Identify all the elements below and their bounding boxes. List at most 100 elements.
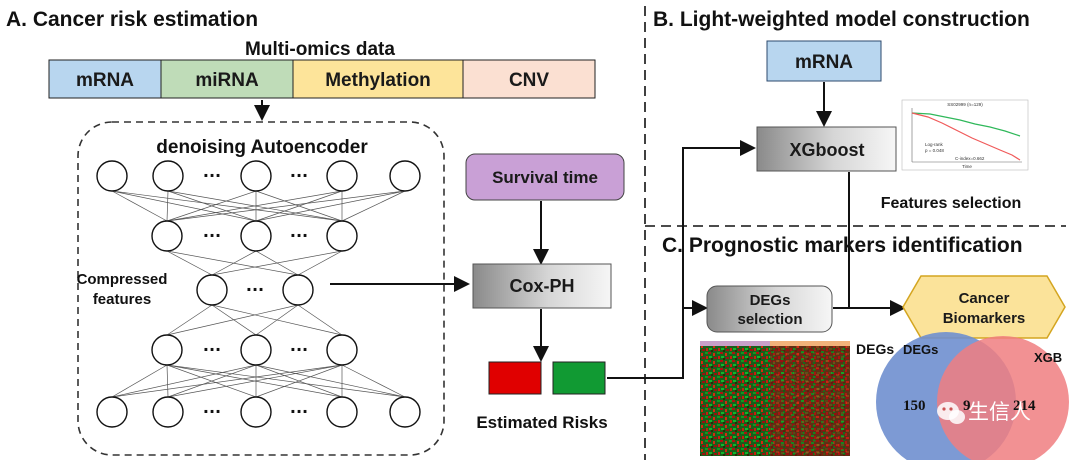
layer-ellipsis: ··· (290, 166, 308, 185)
network-edge (255, 190, 343, 222)
cancer-biomarkers-box (902, 275, 1066, 339)
layer-ellipsis: ··· (203, 226, 221, 245)
watermark-text: 生信人 (968, 400, 1031, 424)
neuron-node (96, 396, 128, 428)
network-edge (341, 364, 406, 398)
neuron-node (326, 396, 358, 428)
omics-header: Multi-omics data (245, 39, 395, 60)
network-edge (255, 304, 299, 336)
layer-ellipsis: ··· (203, 340, 221, 359)
network-edge (166, 250, 213, 276)
heatmap-annotation-left (700, 341, 770, 346)
network-edge (297, 304, 343, 336)
omics-methylation-box (292, 59, 464, 99)
neuron-node (96, 160, 128, 192)
degs-selection-label-line1: DEGs (750, 292, 791, 309)
network-edge (211, 250, 257, 276)
watermark: 生信人 (937, 400, 1031, 424)
network-edge (166, 190, 169, 222)
compressed-features-label-line1: Compressed (77, 271, 168, 288)
heatmap-degs-label: DEGs (856, 341, 894, 357)
survival-time-box (465, 153, 625, 201)
light-mrna-label: mRNA (795, 52, 853, 73)
heatmap-right-block (770, 346, 850, 456)
omics-bar: mRNA miRNA Methylation CNV (48, 59, 596, 99)
network-edge (167, 364, 257, 398)
layer-ellipsis: ··· (246, 280, 264, 299)
omics-mirna-box (160, 59, 294, 99)
omics-cnv-label: CNV (509, 70, 549, 91)
autoencoder-frame (77, 121, 445, 456)
venn-overlap-count: 9 (963, 398, 971, 414)
km-plot-xlabel: Time (962, 164, 972, 169)
network-ellipses: ··························· (203, 166, 308, 421)
venn-left-count: 150 (903, 398, 926, 414)
degs-selection-label-line2: selection (737, 311, 802, 328)
network-neurons (96, 160, 421, 428)
cancer-biomarkers-label-line2: Biomarkers (943, 310, 1026, 327)
section-a-title: A. Cancer risk estimation (6, 8, 258, 31)
coxph-label: Cox-PH (509, 276, 574, 296)
neuron-node (151, 220, 183, 252)
venn-right-count: 214 (1013, 398, 1036, 414)
network-edge (167, 364, 343, 398)
degs-selection-box (706, 285, 833, 333)
coxph-box (472, 263, 612, 309)
neuron-node (240, 220, 272, 252)
km-plot-title: SS02999 (n=129) (947, 102, 983, 107)
network-edge (166, 190, 343, 222)
features-selection-label: Features selection (881, 195, 1022, 212)
neuron-node (152, 396, 184, 428)
network-edge (211, 250, 343, 276)
neuron-node (326, 220, 358, 252)
network-edge (166, 364, 406, 398)
network-edge (166, 190, 257, 222)
neuron-node (282, 274, 314, 306)
layer-ellipsis: ··· (203, 402, 221, 421)
neuron-node (152, 160, 184, 192)
compressed-features-label-line2: features (93, 291, 151, 308)
layer-ellipsis: ··· (290, 402, 308, 421)
high-risk-box (488, 361, 542, 395)
risks-to-xgboost-arrow (607, 140, 756, 379)
omics-mirna-label: miRNA (195, 70, 259, 91)
venn-xgb-circle (937, 336, 1069, 460)
omics-cnv-box (462, 59, 596, 99)
heatmap-annotation-right (770, 341, 850, 346)
network-edge (166, 190, 406, 222)
network-edge (111, 364, 168, 398)
network-edge (111, 190, 168, 222)
network-edge (297, 250, 343, 276)
autoencoder-title: denoising Autoencoder (156, 137, 368, 158)
km-plot-pvalue: p = 0.048 (925, 148, 944, 153)
network-edge (111, 364, 257, 398)
section-b-title: B. Light-weighted model construction (653, 8, 1030, 31)
neuron-node (240, 160, 272, 192)
network-edge (111, 190, 257, 222)
venn-xgb-label: XGB (1034, 350, 1062, 365)
network-edge (255, 364, 406, 398)
network-edge (166, 304, 213, 336)
section-c-title: C. Prognostic markers identification (662, 234, 1023, 257)
neuron-node (240, 396, 272, 428)
wechat-icon (937, 402, 965, 424)
network-edge (111, 364, 343, 398)
neuron-node (389, 160, 421, 192)
neuron-node (389, 396, 421, 428)
venn-diagram: DEGs XGB 150 9 214 (876, 332, 1069, 460)
network-edge (111, 190, 343, 222)
neuron-node (196, 274, 228, 306)
neuron-node (326, 160, 358, 192)
omics-mrna-label: mRNA (76, 70, 134, 91)
layer-ellipsis: ··· (290, 340, 308, 359)
network-edge (255, 364, 343, 398)
omics-methylation-label: Methylation (325, 70, 431, 91)
survival-time-label: Survival time (492, 168, 598, 187)
network-edge (255, 190, 406, 222)
layer-ellipsis: ··· (203, 166, 221, 185)
low-risk-box (552, 361, 606, 395)
km-curve-low-risk (911, 112, 1021, 137)
neuron-node (240, 334, 272, 366)
degs-heatmap (700, 341, 850, 456)
light-mrna-box (766, 40, 882, 82)
